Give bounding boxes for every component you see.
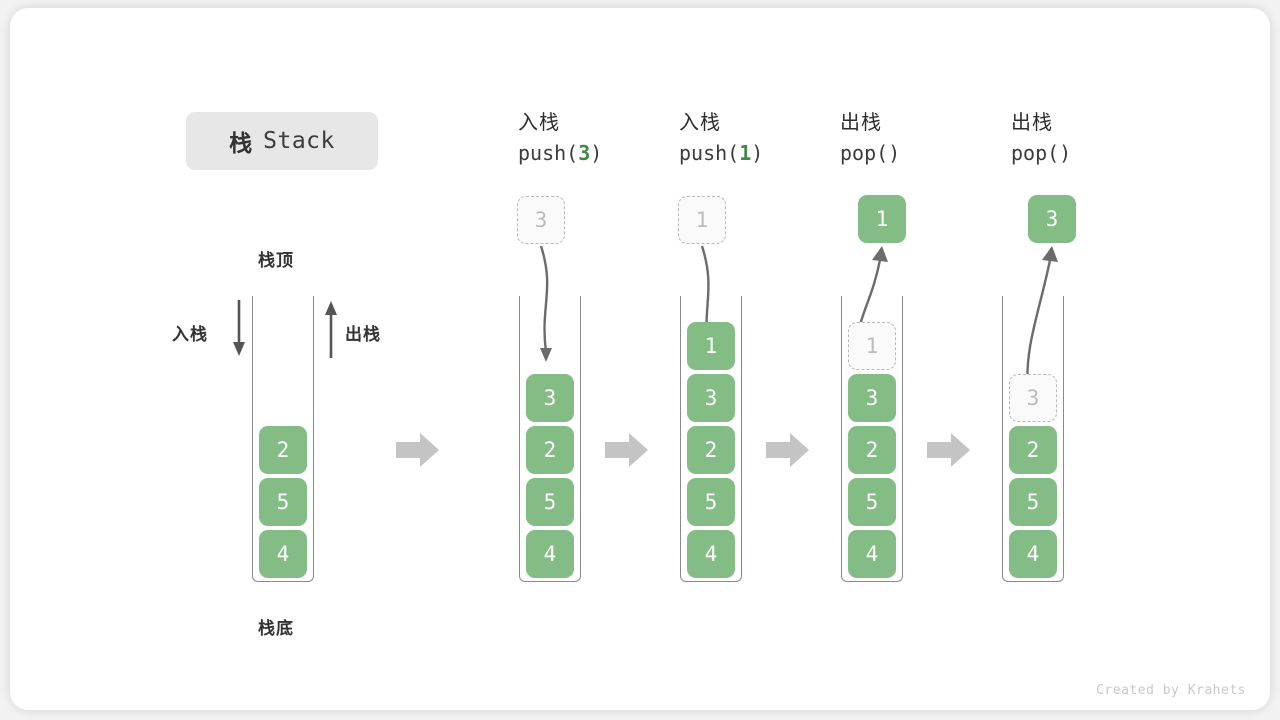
stack-pop-2-container xyxy=(1002,296,1064,582)
credit-text: Created by Krahets xyxy=(1096,683,1246,698)
stack-push-3-cell: 2 xyxy=(526,426,574,474)
column-header-push-1: 入栈 push(1) xyxy=(679,108,763,168)
transition-arrow-icon xyxy=(927,433,970,467)
title-latin: Stack xyxy=(263,128,335,154)
reference-stack-cell: 4 xyxy=(259,530,307,578)
reference-stack-cell: 2 xyxy=(259,426,307,474)
stack-push-1-cell: 1 xyxy=(687,322,735,370)
stack-push-1-cell: 2 xyxy=(687,426,735,474)
stack-push-3-cell: 3 xyxy=(526,374,574,422)
column-header-push-3: 入栈 push(3) xyxy=(518,108,602,168)
stack-push-3-container xyxy=(519,296,581,582)
floating-value-pop-2: 3 xyxy=(1028,195,1076,243)
diagram-title: 栈 Stack xyxy=(186,112,378,170)
transition-arrow-icon xyxy=(396,433,439,467)
column-header-pop-2: 出栈 pop() xyxy=(1011,108,1071,168)
stack-bottom-label: 栈底 xyxy=(258,619,294,638)
stack-pop-1-container xyxy=(841,296,903,582)
transition-arrow-icon xyxy=(766,433,809,467)
column-op-name: 入栈 xyxy=(518,112,560,134)
transition-arrow-icon xyxy=(605,433,648,467)
column-op-call: push(1) xyxy=(679,141,764,165)
pop-direction-arrow-icon xyxy=(325,301,337,358)
column-header-pop-1: 出栈 pop() xyxy=(840,108,900,168)
stack-pop-1-cell: 4 xyxy=(848,530,896,578)
column-op-arg: 3 xyxy=(578,141,591,165)
column-op-call: pop() xyxy=(840,141,901,165)
title-cjk: 栈 xyxy=(229,130,254,156)
stack-push-1-cell: 5 xyxy=(687,478,735,526)
column-op-arg: 1 xyxy=(739,141,752,165)
floating-value-pop-1: 1 xyxy=(858,195,906,243)
push-direction-label: 入栈 xyxy=(172,325,208,344)
pop-direction-label: 出栈 xyxy=(345,325,381,344)
motion-arrow-push-3 xyxy=(539,245,552,362)
stack-pop-1-cell: 3 xyxy=(848,374,896,422)
stack-push-1-cell: 4 xyxy=(687,530,735,578)
stack-pop-2-cell: 4 xyxy=(1009,530,1057,578)
floating-value-push-1: 1 xyxy=(678,196,726,244)
stack-top-label: 栈顶 xyxy=(258,251,294,270)
stack-pop-2-cell: 5 xyxy=(1009,478,1057,526)
column-op-name: 出栈 xyxy=(1011,112,1053,134)
stack-pop-2-cell: 2 xyxy=(1009,426,1057,474)
column-op-call: push(3) xyxy=(518,141,603,165)
column-op-name: 出栈 xyxy=(840,112,882,134)
reference-stack-container xyxy=(252,296,314,582)
stack-pop-1-cell: 2 xyxy=(848,426,896,474)
column-op-name: 入栈 xyxy=(679,112,721,134)
stack-push-3-cell: 4 xyxy=(526,530,574,578)
stack-push-3-cell: 5 xyxy=(526,478,574,526)
stack-push-1-cell: 3 xyxy=(687,374,735,422)
stack-pop-2-cell: 3 xyxy=(1009,374,1057,422)
push-direction-arrow-icon xyxy=(233,300,245,356)
reference-stack-cell: 5 xyxy=(259,478,307,526)
floating-value-push-3: 3 xyxy=(517,196,565,244)
stack-pop-1-cell: 1 xyxy=(848,322,896,370)
stack-push-1-container xyxy=(680,296,742,582)
stack-pop-1-cell: 5 xyxy=(848,478,896,526)
column-op-call: pop() xyxy=(1011,141,1072,165)
